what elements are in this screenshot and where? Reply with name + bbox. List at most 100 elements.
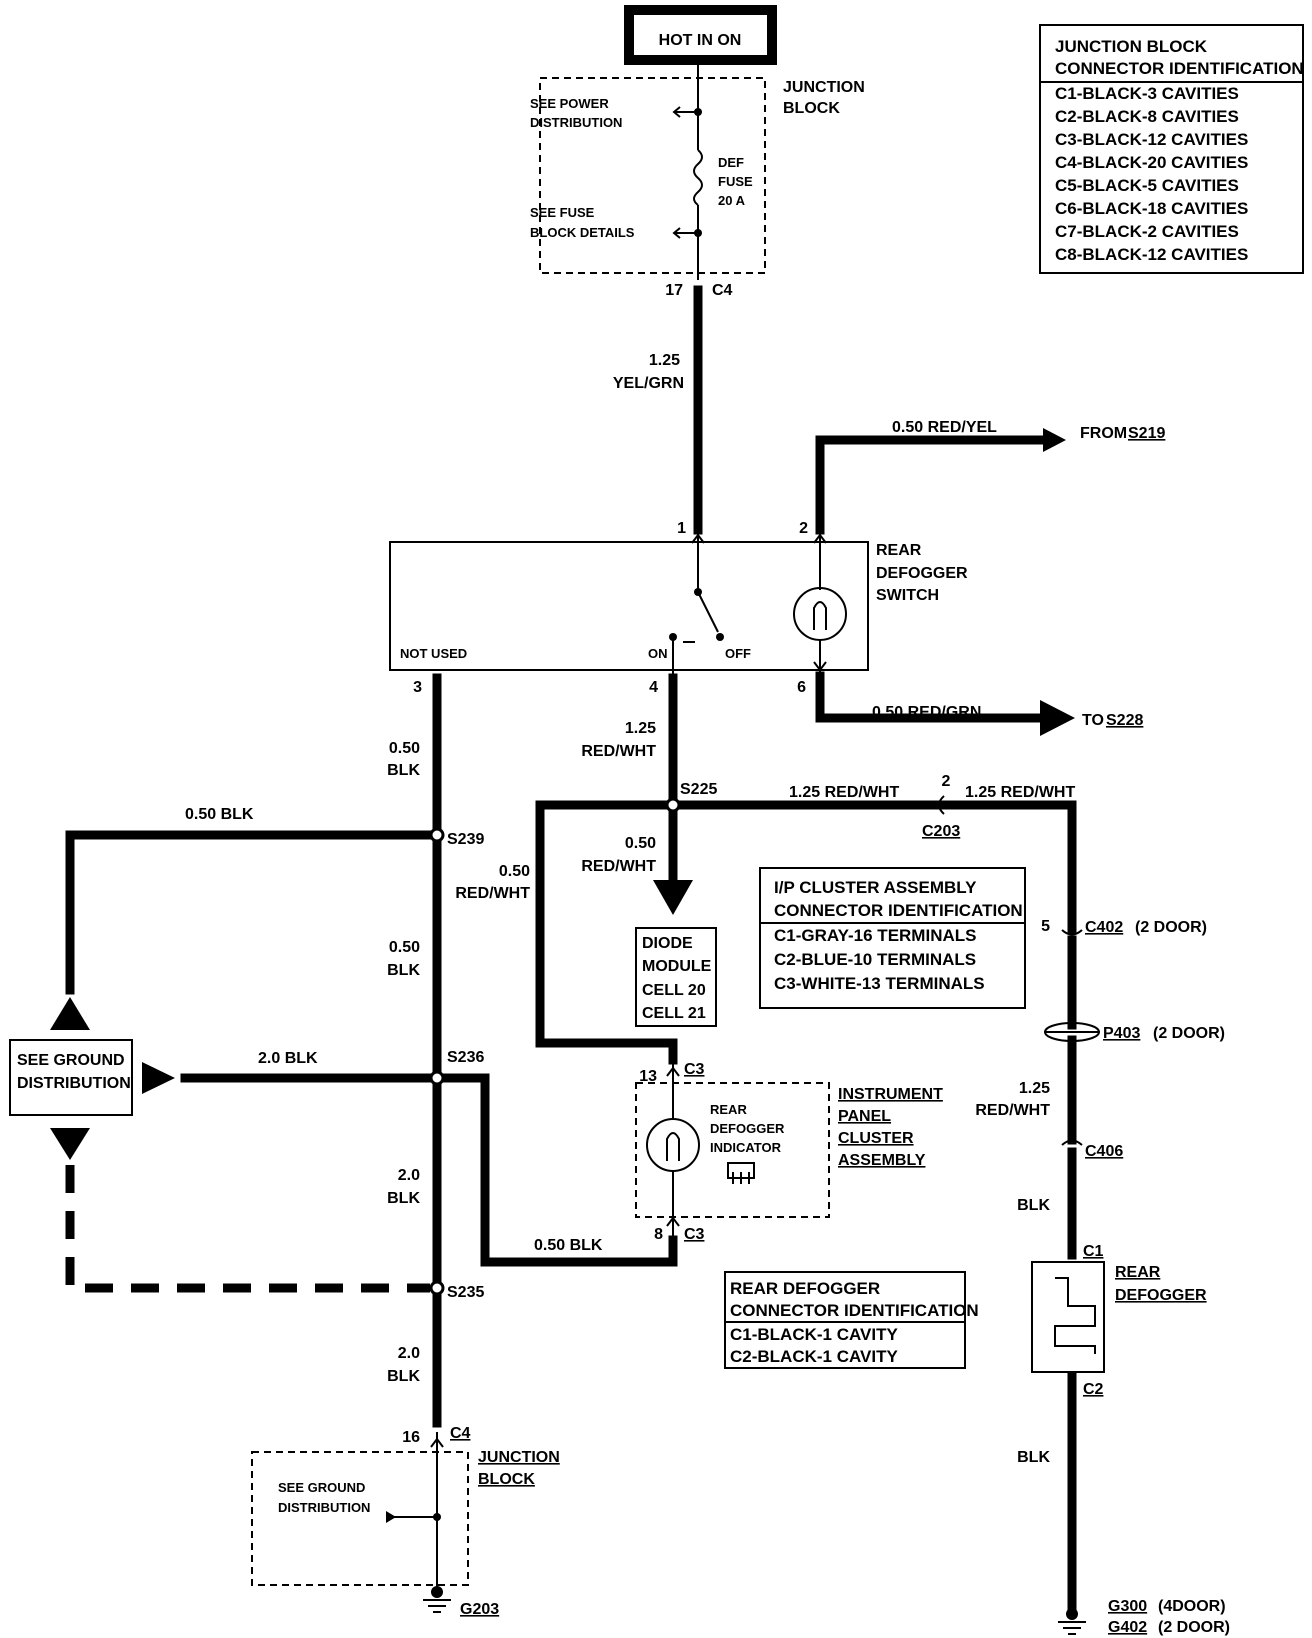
svg-text:0.50: 0.50 [389, 740, 420, 757]
svg-text:BLK: BLK [1017, 1197, 1050, 1214]
wire-labels: 1.25 YEL/GRN 0.50 RED/YEL FROM S219 0.50… [185, 352, 1165, 1466]
from-s219-arrow-icon [1043, 428, 1066, 452]
wire-s239-label: 0.50 BLK [185, 806, 254, 823]
defogger-symbol-icon [727, 1162, 755, 1184]
see-ground-distribution-box: SEE GROUND DISTRIBUTION [9, 1039, 133, 1116]
svg-text:BLK: BLK [387, 762, 420, 779]
svg-text:DEFOGGER: DEFOGGER [710, 1121, 785, 1136]
rear-defogger-switch: NOT USED ON OFF 1 2 3 4 6 REAR DEFOGGER … [389, 520, 968, 696]
def-fuse-symbol [693, 149, 703, 206]
wire-size: 1.25 [649, 352, 680, 369]
svg-text:INDICATOR: INDICATOR [710, 1140, 782, 1155]
rear-defogger-indicator-label: REAR [710, 1102, 747, 1117]
heating-grid-icon [1054, 1277, 1096, 1354]
wire-pin8-label: 0.50 BLK [534, 1237, 603, 1254]
table-row: C1-GRAY-16 TERMINALS [774, 926, 976, 945]
svg-text:2.0: 2.0 [398, 1345, 420, 1362]
switch-blade [697, 591, 719, 633]
junction-block-bottom-label: JUNCTION [478, 1449, 560, 1466]
svg-text:DISTRIBUTION: DISTRIBUTION [17, 1075, 131, 1092]
ground-g203-label: G203 [460, 1601, 499, 1618]
connector-c406-symbol [1061, 1139, 1083, 1146]
wire-red-wht-right [937, 800, 1077, 935]
ground-g203-icon [423, 1599, 451, 1613]
pin-4: 4 [649, 679, 658, 696]
svg-text:RED/WHT: RED/WHT [581, 743, 656, 760]
switch-on-label: ON [648, 646, 668, 661]
ip-table-title: I/P CLUSTER ASSEMBLY [774, 878, 977, 897]
to-s228-arrow-icon [1040, 700, 1075, 736]
wire-red-yel [815, 435, 1048, 535]
c203-pin: 2 [942, 773, 951, 790]
junction-block-top: SEE POWER DISTRIBUTION SEE FUSE BLOCK DE… [530, 60, 865, 299]
junction-block-top-label: JUNCTION [783, 79, 865, 96]
pin-2: 2 [799, 520, 808, 537]
splice-s236 [429, 1070, 445, 1086]
diode-module-arrow-icon [653, 880, 693, 915]
svg-text:1.25 RED/WHT: 1.25 RED/WHT [789, 784, 899, 801]
svg-text:BLK: BLK [1017, 1449, 1050, 1466]
ground-g402-label: G402 [1108, 1619, 1147, 1636]
right-connectors: 2 C203 5 C402 (2 DOOR) P403 (2 DOOR) C40… [922, 773, 1225, 1160]
svg-text:0.50: 0.50 [389, 939, 420, 956]
svg-text:RED/WHT: RED/WHT [975, 1102, 1050, 1119]
connector-c402-label: C402 [1085, 919, 1123, 936]
indicator-bulb-icon [646, 1118, 700, 1172]
splices: S225 S239 S236 S235 [429, 781, 717, 1301]
fuse-rating: 20 A [718, 193, 746, 208]
connector-c1-label: C1 [1083, 1243, 1104, 1260]
connector-p403-label: P403 [1103, 1025, 1140, 1042]
up-arrow-icon [50, 997, 90, 1030]
splice-s236-label: S236 [447, 1049, 484, 1066]
to-s228-label: S228 [1106, 712, 1143, 729]
connector-c203-label: C203 [922, 823, 960, 840]
table-row: C2-BLUE-10 TERMINALS [774, 950, 976, 969]
svg-text:PANEL: PANEL [838, 1108, 891, 1125]
svg-text:CONNECTOR IDENTIFICATION: CONNECTOR IDENTIFICATION [1055, 59, 1304, 78]
arrow-left-icon [672, 227, 681, 239]
table-row: C8-BLACK-12 CAVITIES [1055, 245, 1248, 264]
table-row: C6-BLACK-18 CAVITIES [1055, 199, 1248, 218]
junction-block-bottom: SEE GROUND DISTRIBUTION 16 C4 JUNCTION B… [251, 1425, 560, 1590]
svg-text:MODULE: MODULE [642, 958, 712, 975]
svg-text:FUSE: FUSE [718, 174, 753, 189]
junction-block-connector-table: JUNCTION BLOCK CONNECTOR IDENTIFICATION … [1039, 24, 1304, 274]
svg-text:SWITCH: SWITCH [876, 587, 939, 604]
svg-text:5: 5 [1041, 918, 1050, 935]
ground-g300-label: G300 [1108, 1598, 1147, 1615]
connector-c3-bottom-label: C3 [684, 1226, 705, 1243]
instrument-panel-cluster: REAR DEFOGGER INDICATOR 13 C3 8 C3 INSTR… [635, 1060, 943, 1243]
table-row: C2-BLACK-8 CAVITIES [1055, 107, 1239, 126]
wire-red-grn-label: 0.50 RED/GRN [872, 704, 981, 721]
see-ground-distribution-label: SEE GROUND [17, 1052, 125, 1069]
svg-text:CELL 20: CELL 20 [642, 982, 706, 999]
wire-0-50-blk-pin8 [432, 1073, 678, 1267]
svg-text:1.25: 1.25 [1019, 1080, 1050, 1097]
svg-text:RED/WHT: RED/WHT [581, 858, 656, 875]
svg-text:8: 8 [654, 1226, 663, 1243]
connector-c406-label: C406 [1085, 1143, 1123, 1160]
svg-text:FROM: FROM [1080, 425, 1127, 442]
right-arrow-icon [142, 1062, 175, 1094]
svg-text:1.25 RED/WHT: 1.25 RED/WHT [965, 784, 1075, 801]
pin-17: 17 [665, 282, 683, 299]
wire-red-yel-label: 0.50 RED/YEL [892, 419, 997, 436]
svg-text:BLK: BLK [387, 1190, 420, 1207]
table-row: C4-BLACK-20 CAVITIES [1055, 153, 1248, 172]
rear-defogger-connector-table: REAR DEFOGGER CONNECTOR IDENTIFICATION C… [724, 1271, 979, 1369]
svg-text:DEFOGGER: DEFOGGER [876, 565, 968, 582]
rear-defogger: C1 C2 REAR DEFOGGER [1031, 1243, 1207, 1398]
svg-text:DISTRIBUTION: DISTRIBUTION [278, 1500, 370, 1515]
svg-text:BLOCK DETAILS: BLOCK DETAILS [530, 225, 635, 240]
pin-16: 16 [402, 1429, 420, 1446]
arrow-left-icon [672, 106, 681, 118]
table-row: C1-BLACK-1 CAVITY [730, 1325, 898, 1344]
not-used-label: NOT USED [400, 646, 467, 661]
splice-s235 [429, 1280, 445, 1296]
ground-g300-icon [1058, 1621, 1086, 1635]
svg-text:1.25: 1.25 [625, 720, 656, 737]
down-arrow-icon [50, 1128, 90, 1160]
hot-in-on-label: HOT IN ON [659, 32, 742, 49]
connector-c203-symbol [938, 795, 945, 815]
svg-text:TO: TO [1082, 712, 1104, 729]
